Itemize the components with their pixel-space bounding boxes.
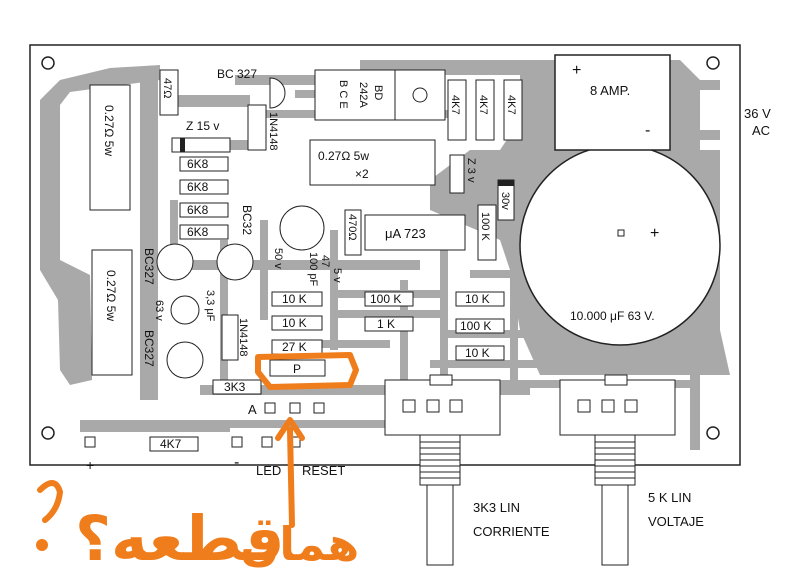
zener-3v bbox=[449, 154, 465, 194]
svg-text:3K3 LIN: 3K3 LIN bbox=[473, 500, 520, 515]
handwritten-annotation bbox=[36, 352, 359, 551]
svg-text:BC327: BC327 bbox=[142, 330, 156, 367]
svg-text:BC327: BC327 bbox=[142, 248, 156, 285]
svg-text:6K8: 6K8 bbox=[187, 157, 209, 171]
svg-text:4K7: 4K7 bbox=[505, 95, 517, 115]
resistor-027-top bbox=[89, 84, 131, 211]
resistors-left-stack: 10 K 10 K 27 K bbox=[271, 291, 323, 355]
annotation-question-mark bbox=[37, 480, 63, 523]
label-plus: + bbox=[86, 457, 94, 473]
svg-text:0.27Ω 5w: 0.27Ω 5w bbox=[102, 105, 116, 156]
zener-15v-label: Z 15 v bbox=[186, 119, 219, 133]
ic-ua723 bbox=[364, 214, 466, 251]
cap-3u3 bbox=[170, 295, 200, 325]
svg-text:30v: 30v bbox=[499, 192, 511, 210]
svg-text:6K8: 6K8 bbox=[187, 225, 209, 239]
resistor-100k-vertical bbox=[477, 204, 497, 261]
svg-text:0.27Ω 5w: 0.27Ω 5w bbox=[104, 270, 118, 321]
svg-text:4K7: 4K7 bbox=[449, 95, 461, 115]
label-a: A bbox=[248, 402, 257, 417]
resistors-6k8: 6K8 6K8 6K8 6K8 bbox=[179, 156, 229, 240]
mounting-holes bbox=[41, 56, 720, 440]
svg-text:10 K: 10 K bbox=[465, 292, 490, 306]
svg-text:470Ω: 470Ω bbox=[346, 214, 358, 241]
svg-text:10 K: 10 K bbox=[282, 316, 307, 330]
ac-voltage-label: 36 V bbox=[744, 106, 771, 121]
svg-text:6K8: 6K8 bbox=[187, 203, 209, 217]
main-capacitor-label: 10.000 μF 63 V. bbox=[570, 309, 655, 323]
svg-text:4K7: 4K7 bbox=[160, 437, 182, 451]
potentiometer-voltaje: 5 K LIN VOLTAJE bbox=[559, 374, 704, 566]
svg-text:BC32: BC32 bbox=[240, 205, 254, 235]
svg-text:10 K: 10 K bbox=[465, 346, 490, 360]
cap-47-label: 47 bbox=[319, 255, 331, 267]
zener-15v-body bbox=[171, 137, 231, 153]
transistor-bc327-left bbox=[156, 243, 194, 281]
fuse-minus: - bbox=[645, 122, 650, 139]
svg-text:100 K: 100 K bbox=[479, 212, 491, 241]
diode-1n4148-top bbox=[247, 104, 267, 151]
power-transistor-bd242a: BD 242A B C E bbox=[314, 69, 446, 121]
resistor-470ohm bbox=[344, 209, 362, 256]
cap-5v-label: 5 v bbox=[331, 268, 343, 283]
resistor-100k-mid bbox=[364, 291, 414, 307]
resistor-4k7-bottom bbox=[149, 436, 199, 452]
svg-text:BD: BD bbox=[372, 85, 384, 100]
svg-text:B C E: B C E bbox=[337, 80, 349, 109]
resistors-4k7-vertical: 4K7 4K7 4K7 bbox=[447, 79, 523, 141]
resistors-right-stack: 10 K 100 K 10 K bbox=[455, 291, 505, 361]
cap-50v-label: 50 v bbox=[272, 248, 284, 269]
svg-text:×2: ×2 bbox=[355, 167, 369, 181]
potentiometer-corriente: 3K3 LIN CORRIENTE bbox=[384, 374, 550, 566]
svg-text:3K3: 3K3 bbox=[224, 380, 246, 394]
annotation-text-left: قطعه؟ bbox=[75, 502, 285, 575]
fuse-rating: 8 AMP. bbox=[590, 83, 630, 98]
annotation-arrow bbox=[275, 417, 305, 528]
svg-text:1N4148: 1N4148 bbox=[267, 112, 279, 151]
highlight-loop bbox=[255, 352, 359, 390]
main-capacitor: 10.000 μF 63 V. + bbox=[519, 144, 721, 346]
svg-text:4K7: 4K7 bbox=[477, 95, 489, 115]
resistor-027-x2 bbox=[309, 139, 436, 186]
svg-text:100 K: 100 K bbox=[460, 319, 491, 333]
resistor-027-bottom bbox=[91, 249, 133, 376]
svg-text:100 K: 100 K bbox=[370, 292, 401, 306]
svg-text:VOLTAJE: VOLTAJE bbox=[648, 514, 704, 529]
svg-text:27 K: 27 K bbox=[282, 340, 307, 354]
svg-text:242A: 242A bbox=[357, 82, 369, 108]
svg-text:10 K: 10 K bbox=[282, 292, 307, 306]
bc327-top-body bbox=[269, 77, 286, 109]
pads bbox=[84, 402, 325, 448]
annotation-text-bottom: همان bbox=[240, 517, 359, 571]
transistor-bc32 bbox=[279, 205, 325, 251]
fuse-plus: + bbox=[572, 62, 581, 79]
resistor-47ohm bbox=[159, 69, 179, 116]
svg-text:CORRIENTE: CORRIENTE bbox=[473, 524, 550, 539]
fuse-holder: 8 AMP. + - bbox=[554, 54, 671, 151]
svg-text:3,3 μF: 3,3 μF bbox=[204, 290, 216, 322]
svg-text:6K8: 6K8 bbox=[187, 180, 209, 194]
transistor-bc327-bottom bbox=[166, 341, 204, 379]
svg-text:Z 3 v: Z 3 v bbox=[465, 158, 477, 183]
svg-text:P: P bbox=[293, 362, 301, 376]
svg-text:0.27Ω 5w: 0.27Ω 5w bbox=[318, 149, 369, 163]
label-reset: RESET bbox=[302, 463, 345, 478]
svg-text:47Ω: 47Ω bbox=[161, 78, 173, 98]
label-minus: - bbox=[234, 454, 239, 471]
resistor-3k3 bbox=[212, 379, 262, 395]
bc327-top-label: BC 327 bbox=[217, 67, 257, 81]
cap-100pf-label: 100 pF bbox=[307, 252, 319, 287]
svg-text:63 v: 63 v bbox=[153, 300, 165, 321]
svg-text:μA 723: μA 723 bbox=[385, 226, 426, 241]
svg-text:+: + bbox=[650, 225, 659, 242]
svg-text:1N4148: 1N4148 bbox=[237, 318, 249, 357]
ac-type-label: AC bbox=[752, 123, 770, 138]
svg-text:5 K LIN: 5 K LIN bbox=[648, 490, 691, 505]
component-p bbox=[269, 359, 326, 377]
label-led: LED bbox=[256, 463, 281, 478]
diode-1n4148-lower bbox=[221, 314, 239, 361]
resistor-1k bbox=[364, 316, 414, 332]
svg-text:1 K: 1 K bbox=[377, 317, 395, 331]
